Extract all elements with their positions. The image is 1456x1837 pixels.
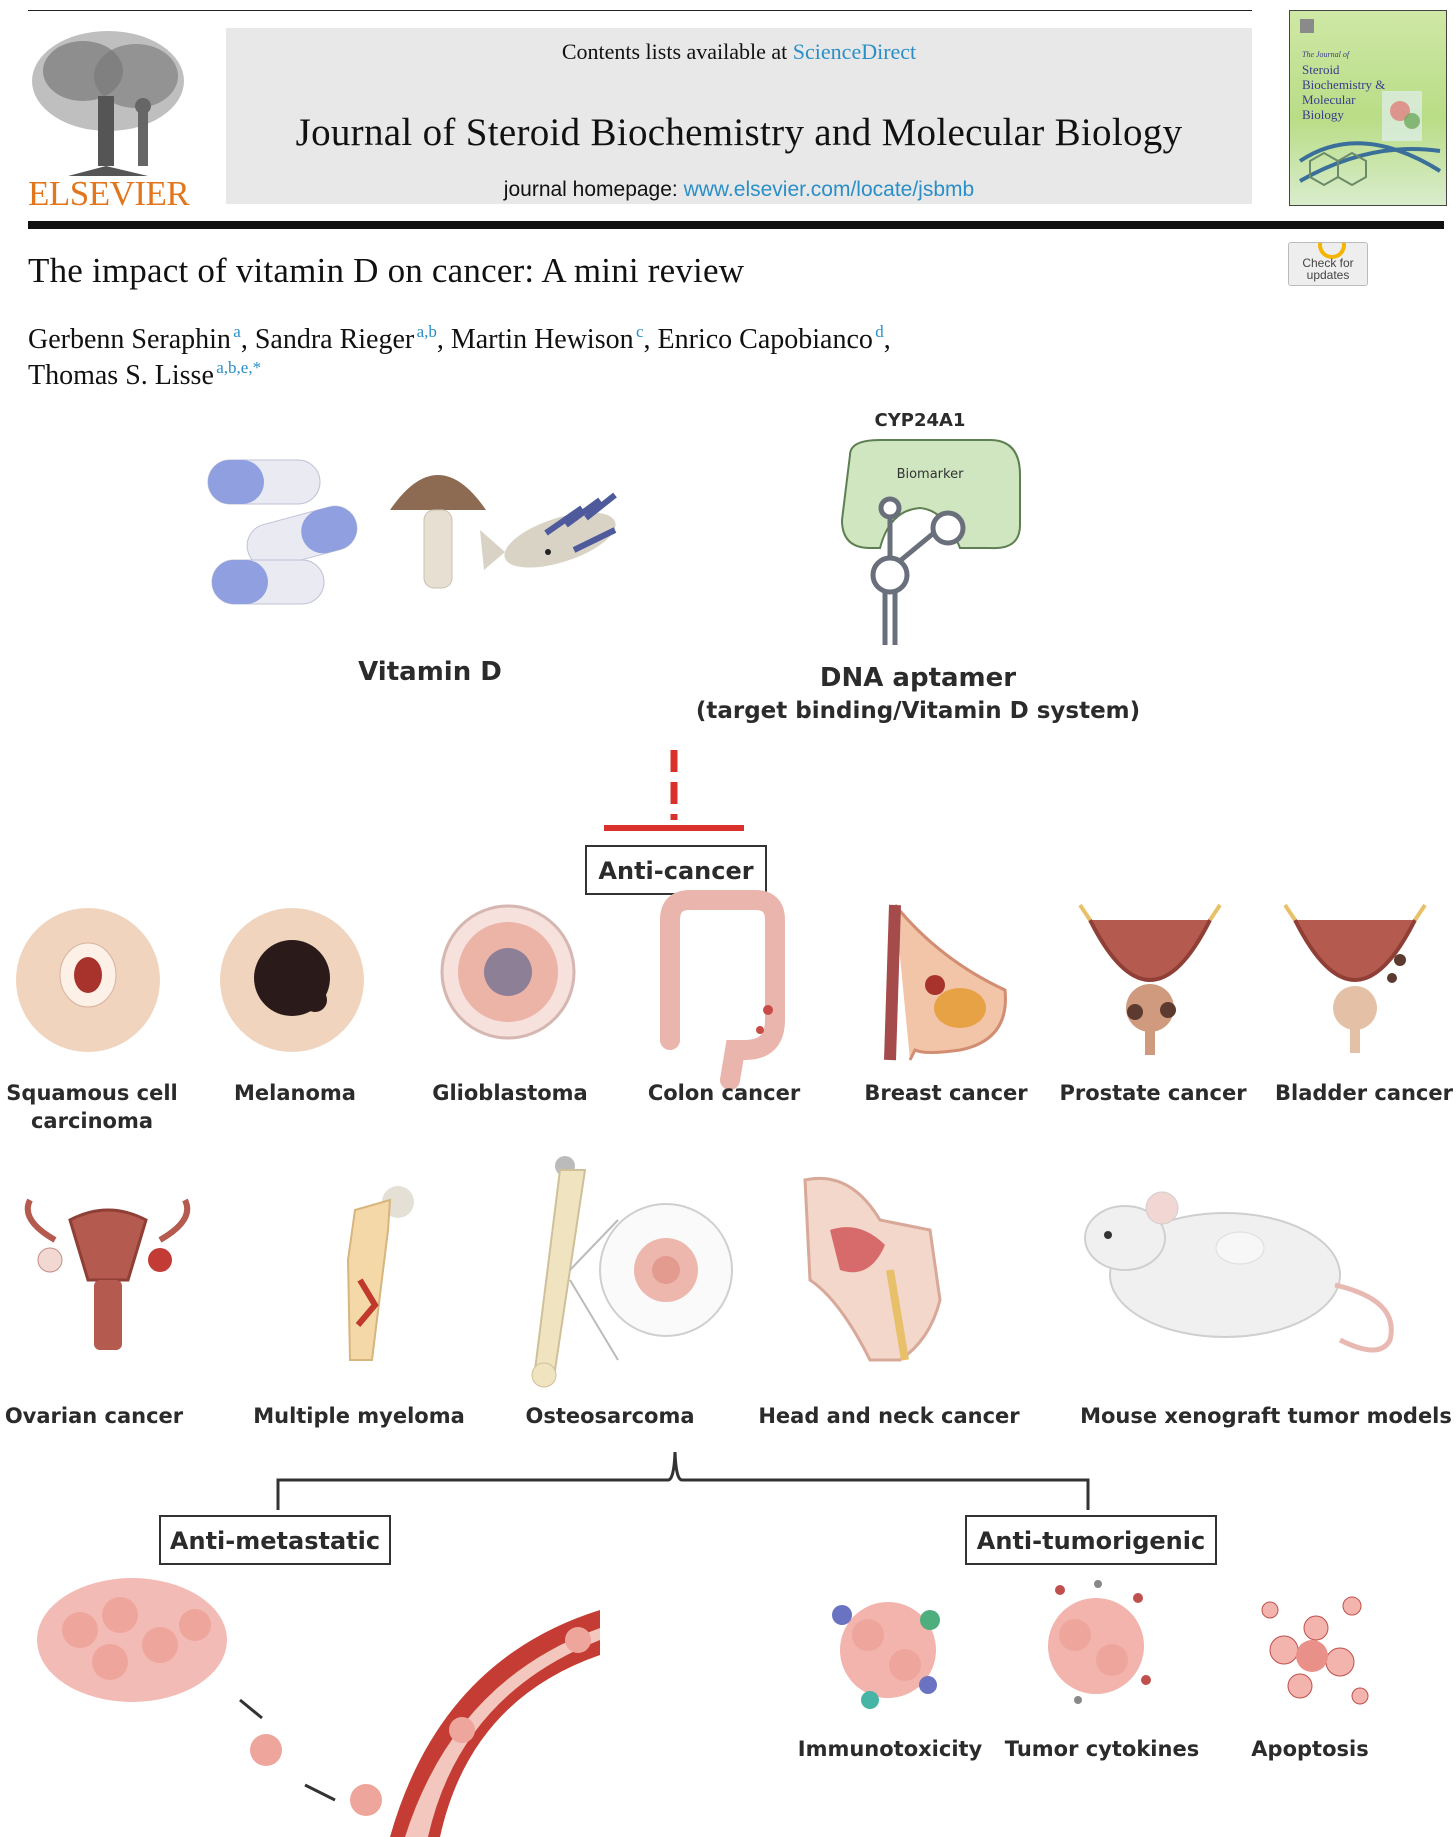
squamous-cell-carcinoma-icon [16, 908, 160, 1052]
biomarker-label: Biomarker [897, 467, 965, 482]
author-affiliation[interactable]: a,b [416, 322, 437, 341]
author-affiliation[interactable]: c [635, 322, 644, 341]
biomarker-shape [840, 439, 1021, 550]
journal-header-box: Contents lists available at ScienceDirec… [226, 28, 1252, 204]
outcome-bracket [276, 1451, 1090, 1510]
melanoma-icon [220, 908, 364, 1052]
prostate-cancer-icon [1078, 903, 1222, 1055]
head-and-neck-cancer-icon [803, 1176, 942, 1362]
cancer-label: Head and neck cancer [758, 1404, 1020, 1428]
anti-cancer-label: Anti-cancer [598, 857, 753, 885]
cancer-label: Breast cancer [864, 1081, 1028, 1105]
homepage-line: journal homepage: www.elsevier.com/locat… [503, 178, 975, 201]
dna-aptamer-icon [870, 496, 966, 645]
multiple-myeloma-icon [346, 1186, 414, 1361]
cancer-label: carcinoma [31, 1109, 153, 1133]
dna-aptamer-sublabel: (target binding/Vitamin D system) [696, 698, 1140, 724]
author-affiliation[interactable]: a [233, 322, 241, 341]
anti-tumorigenic-box [965, 1515, 1217, 1565]
vitamin-d-capsules-icon [207, 459, 358, 605]
publisher-name: ELSEVIER [28, 174, 190, 213]
tumor-cytokines-icon [1048, 1580, 1151, 1704]
contents-line: Contents lists available at ScienceDirec… [561, 39, 917, 64]
cancer-label: Colon cancer [648, 1081, 801, 1105]
sciencedirect-link[interactable]: ScienceDirect [792, 39, 917, 64]
header-thick-rule [28, 221, 1444, 229]
refresh-icon [1318, 243, 1346, 259]
mechanism-label: Immunotoxicity [798, 1737, 983, 1761]
graphical-abstract-figure: Vitamin D CYP24A1 Biomarker DNA aptamer … [0, 400, 1456, 1837]
cancer-label: Ovarian cancer [5, 1404, 184, 1428]
journal-homepage-link[interactable]: www.elsevier.com/locate/jsbmb [683, 178, 975, 201]
osteosarcoma-icon [531, 1156, 733, 1388]
author-name[interactable]: Martin Hewison [450, 324, 634, 355]
author-affiliation[interactable]: d [875, 322, 884, 341]
journal-cover-image: The Journal of Steroid Biochemistry & Mo… [1289, 10, 1447, 206]
anti-cancer-box [585, 845, 767, 895]
metastasis-icon [37, 1578, 600, 1837]
header-top-rule [28, 10, 1252, 11]
fish-icon [480, 492, 617, 570]
cancer-label: Osteosarcoma [525, 1404, 694, 1428]
glioblastoma-icon [440, 904, 576, 1040]
cancer-label: Bladder cancer [1275, 1081, 1454, 1105]
anti-tumorigenic-label: Anti-tumorigenic [977, 1527, 1205, 1555]
vitamin-d-label: Vitamin D [358, 657, 502, 687]
author-affiliation[interactable]: a,b,e,* [216, 358, 262, 377]
cover-text: The Journal of Steroid Biochemistry & Mo… [1302, 50, 1386, 122]
anti-metastatic-label: Anti-metastatic [170, 1527, 380, 1555]
breast-cancer-icon [884, 904, 1007, 1061]
dna-aptamer-label: DNA aptamer [820, 663, 1016, 693]
author-name[interactable]: Sandra Rieger [254, 324, 415, 355]
journal-title: Journal of Steroid Biochemistry and Mole… [295, 111, 1183, 154]
article-title: The impact of vitamin D on cancer: A min… [28, 251, 745, 290]
mechanism-label: Tumor cytokines [1005, 1737, 1199, 1761]
colon-cancer-icon [660, 890, 785, 1090]
author-name[interactable]: Thomas S. Lisse [28, 360, 214, 391]
apoptosis-icon [1261, 1596, 1369, 1705]
mouse-xenograft-icon [1084, 1191, 1394, 1353]
anti-metastatic-box [159, 1515, 391, 1565]
cancer-label: Mouse xenograft tumor models [1080, 1404, 1452, 1428]
cyp24a1-label: CYP24A1 [875, 410, 966, 431]
cancer-label: Prostate cancer [1059, 1081, 1247, 1105]
cancer-label: Glioblastoma [432, 1081, 587, 1105]
cancer-label: Melanoma [234, 1081, 356, 1105]
cancer-label: Squamous cell [6, 1081, 177, 1105]
author-list: Gerbenn Seraphin a, Sandra Rieger a,b, M… [28, 322, 891, 391]
mushroom-icon [390, 475, 486, 589]
author-name[interactable]: Gerbenn Seraphin [28, 324, 231, 355]
immunotoxicity-icon [832, 1602, 940, 1709]
bladder-cancer-icon [1283, 903, 1427, 1053]
mechanism-label: Apoptosis [1251, 1737, 1368, 1761]
ovarian-cancer-icon [24, 1198, 191, 1350]
author-name[interactable]: Enrico Capobianco [657, 324, 873, 355]
cancer-label: Multiple myeloma [253, 1404, 465, 1428]
elsevier-tree-logo [28, 26, 188, 208]
